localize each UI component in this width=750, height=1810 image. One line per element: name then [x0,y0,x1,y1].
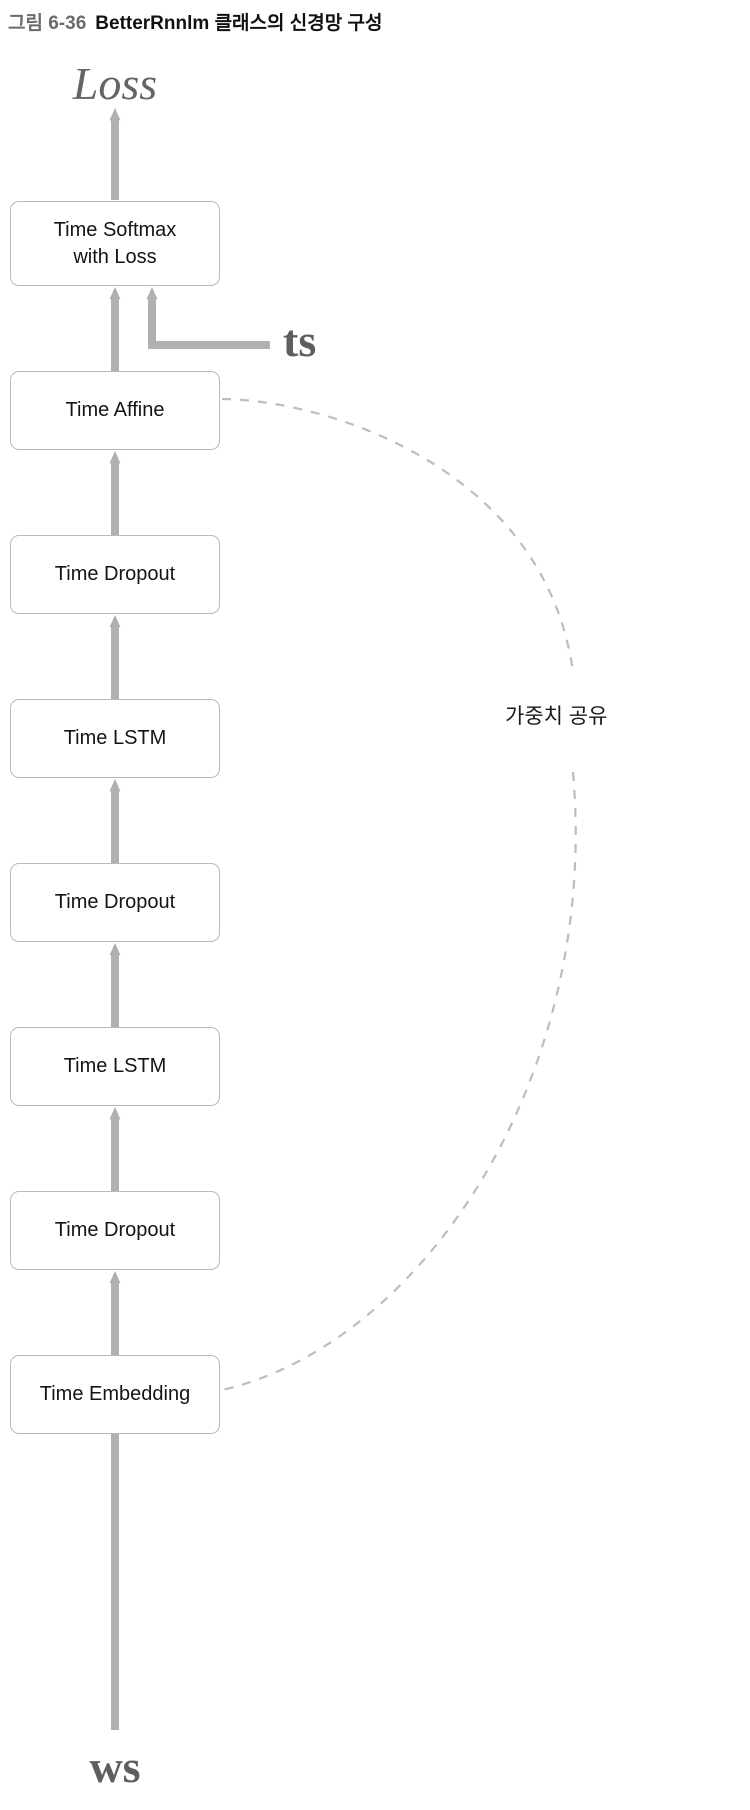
weight-sharing-label: 가중치 공유 [505,705,608,728]
weight-sharing-curve-lower [221,771,577,1392]
input-label-ws: ws [89,1741,141,1792]
node-label: Time LSTM [63,1055,167,1078]
node-label: Time Embedding [39,1383,191,1406]
figure-caption: 그림 6-36 BetterRnnlm 클래스의 신경망 구성 [8,8,382,35]
figure-title: BetterRnnlm 클래스의 신경망 구성 [95,13,383,34]
node-time-lstm-2[interactable]: Time LSTM [10,699,220,778]
node-time-dropout-1[interactable]: Time Dropout [10,1191,220,1270]
node-label: Time Dropout [54,1219,176,1242]
node-label: Time LSTM [63,727,167,750]
node-time-dropout-3[interactable]: Time Dropout [10,535,220,614]
node-time-embedding[interactable]: Time Embedding [10,1355,220,1434]
figure-number: 그림 6-36 [8,13,87,34]
node-time-softmax-with-loss[interactable]: Time Softmax with Loss [10,201,220,286]
node-label: Time Softmax with Loss [54,217,177,271]
node-label: Time Affine [65,399,165,422]
node-label: Time Dropout [54,563,176,586]
input-label-ts: ts [283,315,317,366]
weight-sharing-curve [221,397,575,673]
node-label-line2: with Loss [73,245,157,268]
node-time-affine[interactable]: Time Affine [10,371,220,450]
arrow-ts-to-softmax [146,286,270,349]
node-label-line1: Time Softmax [53,218,177,241]
output-label-loss: Loss [72,58,158,109]
node-time-lstm-1[interactable]: Time LSTM [10,1027,220,1106]
node-label: Time Dropout [54,891,176,914]
node-time-dropout-2[interactable]: Time Dropout [10,863,220,942]
